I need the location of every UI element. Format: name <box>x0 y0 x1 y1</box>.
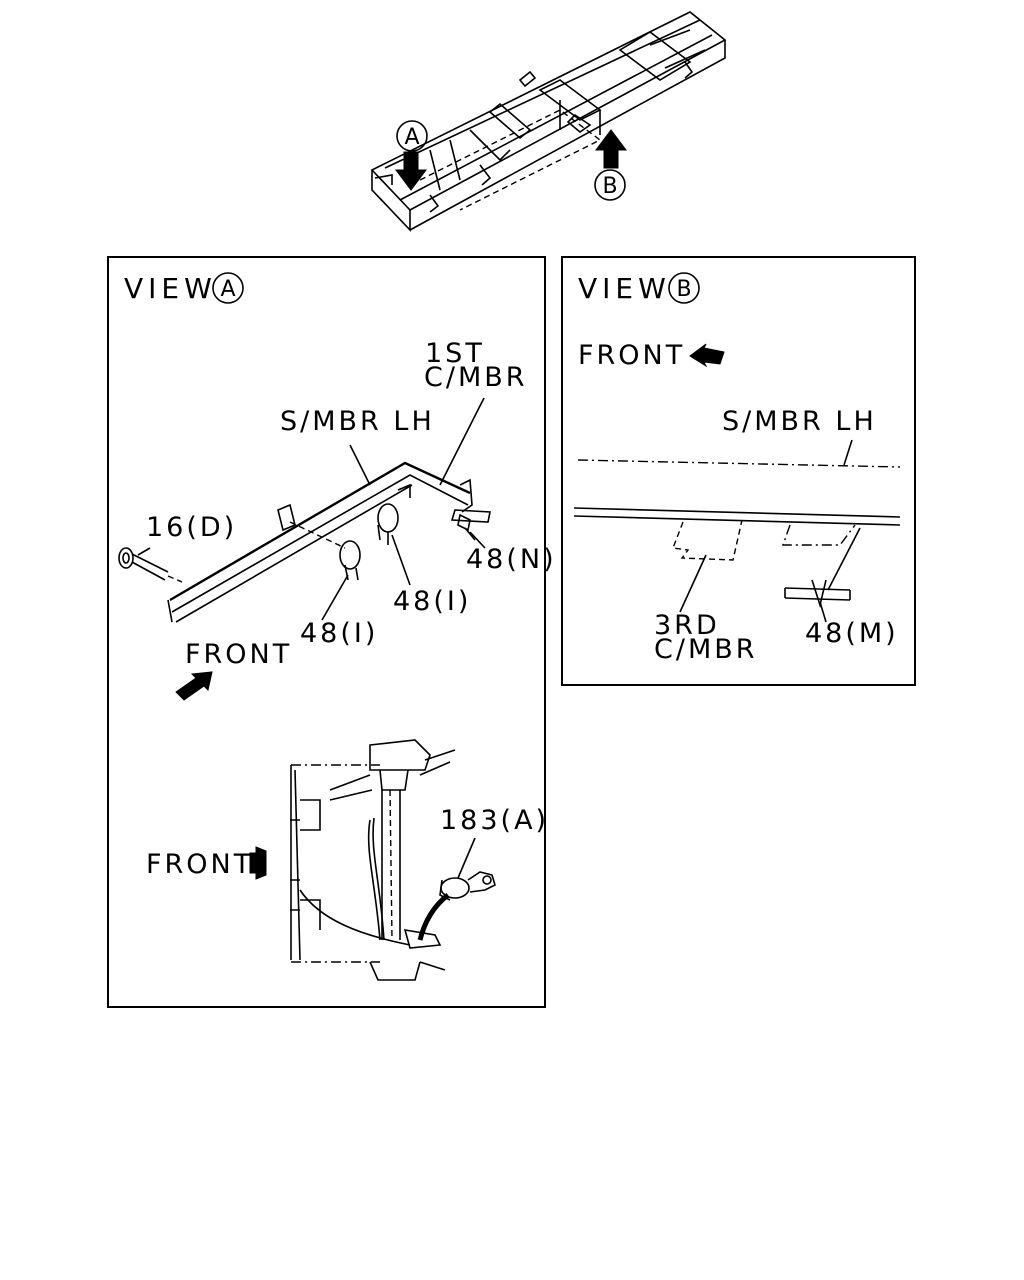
marker-a-label: A <box>404 125 419 150</box>
arrow-up-icon <box>595 129 627 169</box>
view-b-panel: VIEW B FRONT S/MBR LH 3RD C/MBR 48(M) <box>561 256 916 686</box>
front-arrow-icon <box>175 671 213 701</box>
third-cmbr-label-line1: 3RD <box>654 610 720 641</box>
view-a-marker: A <box>220 277 235 302</box>
front-upper-label: FRONT <box>185 639 292 670</box>
chassis-overview: A B <box>370 11 727 233</box>
front-arrow-left-icon <box>689 343 725 368</box>
part-48i-left-label: 48(I) <box>300 618 378 649</box>
part-16d-label: 16(D) <box>146 512 237 543</box>
part-183a-label: 183(A) <box>440 805 549 836</box>
view-a-title: VIEW <box>124 272 217 305</box>
marker-b-label: B <box>602 174 617 199</box>
arrow-down-icon <box>395 151 427 191</box>
view-b-front-label: FRONT <box>578 340 685 371</box>
smbr-lh-label: S/MBR LH <box>280 406 435 437</box>
front-lower-label: FRONT <box>146 849 253 880</box>
part-48m-label: 48(M) <box>805 618 899 649</box>
axle-detail <box>290 739 496 981</box>
view-a-panel: VIEW A 1ST C/MBR S/MBR LH <box>107 256 557 1008</box>
view-b-marker: B <box>676 277 691 302</box>
view-b-smbr-lh-label: S/MBR LH <box>722 406 877 437</box>
front-left-arrow-icon <box>249 846 267 880</box>
view-b-title: VIEW <box>578 272 671 305</box>
part-48i-right-label: 48(I) <box>393 586 471 617</box>
first-cmbr-label-line2: C/MBR <box>424 362 528 393</box>
third-cmbr-label-line2: C/MBR <box>654 634 758 665</box>
part-48n-label: 48(N) <box>466 544 557 575</box>
first-cmbr-label-line1: 1ST <box>425 338 485 369</box>
